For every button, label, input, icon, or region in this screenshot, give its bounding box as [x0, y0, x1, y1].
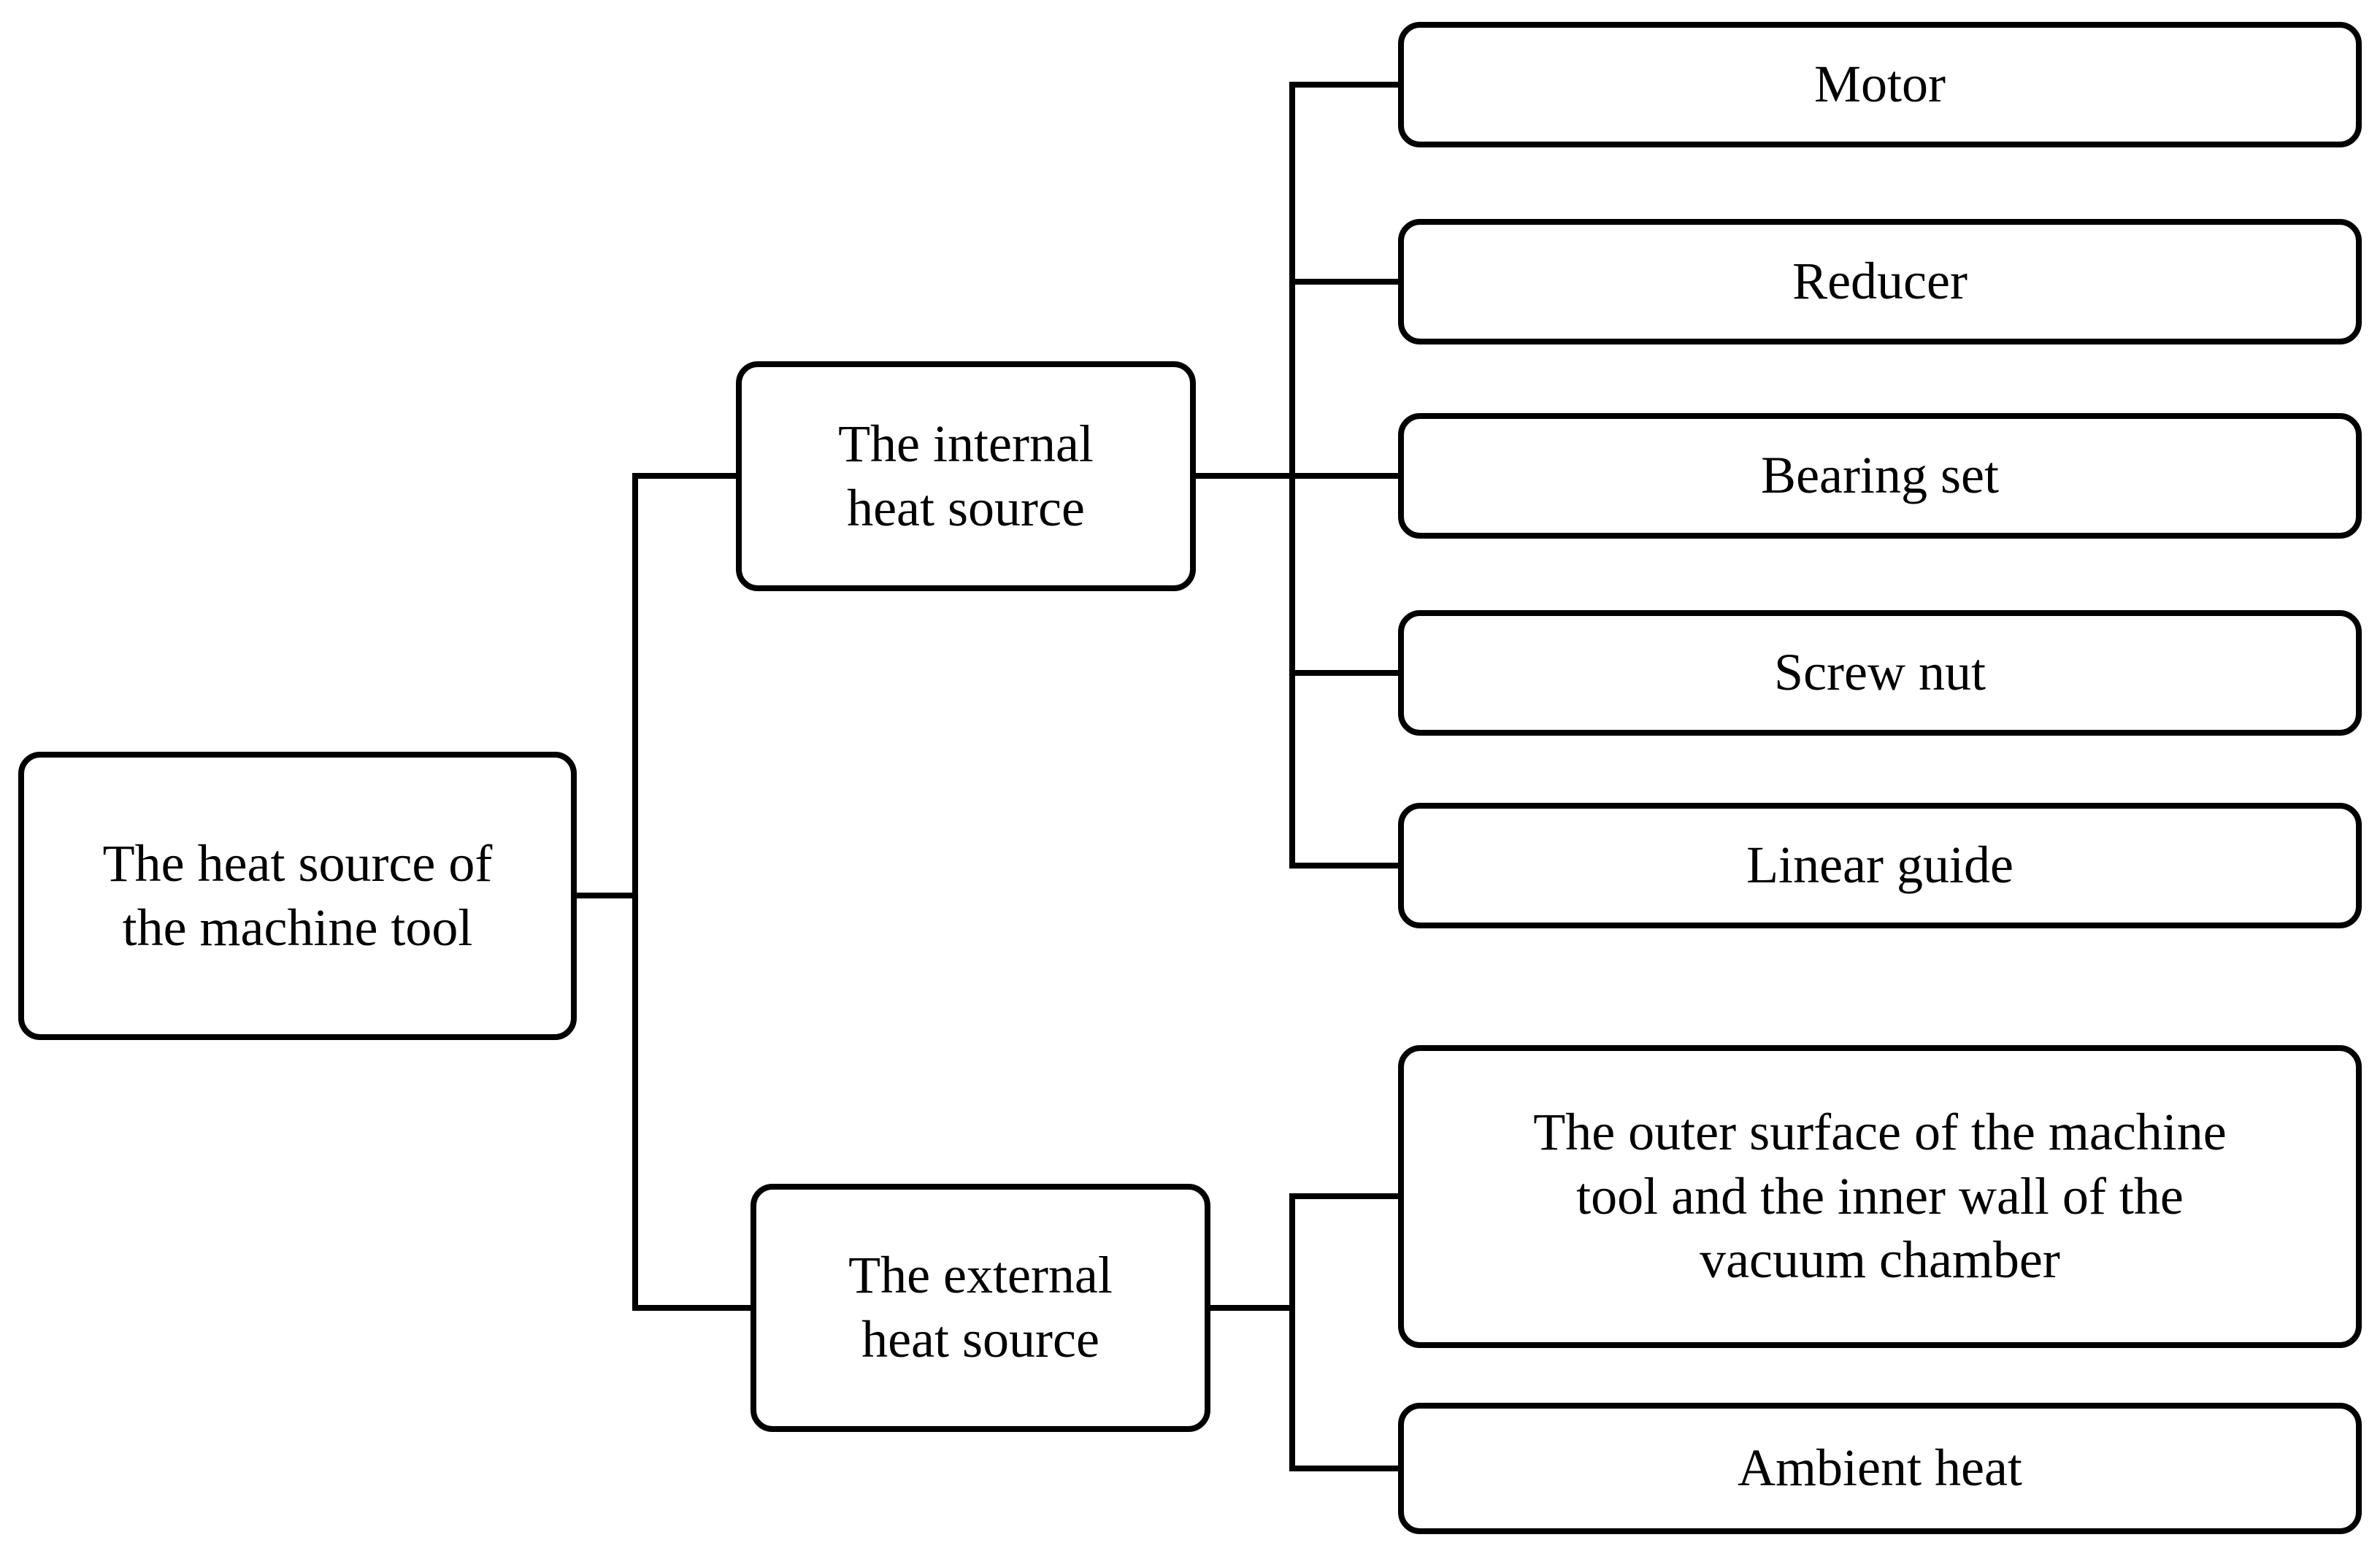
connector-spine-to-screw-nut	[1289, 670, 1404, 676]
connector-main-spine-to-internal	[632, 473, 742, 479]
connector-main-spine-to-external	[632, 1305, 756, 1311]
connector-external-to-children-spine	[1205, 1305, 1295, 1311]
node-outer-surface-vacuum-chamber: The outer surface of the machine tool an…	[1398, 1045, 2362, 1348]
node-internal-heat-source: The internal heat source	[736, 361, 1196, 591]
connector-spine-to-linear-guide	[1289, 863, 1404, 869]
connector-internal-children-spine	[1289, 82, 1295, 869]
node-external-heat-source: The external heat source	[751, 1184, 1210, 1432]
node-screw-nut: Screw nut	[1398, 610, 2362, 736]
connector-spine-to-reducer	[1289, 279, 1404, 285]
connector-spine-to-motor	[1289, 82, 1404, 88]
node-bearing-set: Bearing set	[1398, 413, 2362, 539]
connector-internal-to-children-spine	[1190, 473, 1404, 479]
node-reducer: Reducer	[1398, 219, 2362, 344]
connector-main-spine	[632, 473, 638, 1311]
connector-spine-to-outer-surface	[1289, 1193, 1404, 1199]
connector-external-children-spine	[1289, 1193, 1295, 1471]
node-heat-source-root: The heat source of the machine tool	[18, 752, 577, 1040]
node-linear-guide: Linear guide	[1398, 803, 2362, 928]
connector-root-to-main-spine	[577, 893, 638, 898]
connector-spine-to-ambient-heat	[1289, 1466, 1404, 1471]
node-ambient-heat: Ambient heat	[1398, 1403, 2362, 1534]
node-motor: Motor	[1398, 22, 2362, 147]
